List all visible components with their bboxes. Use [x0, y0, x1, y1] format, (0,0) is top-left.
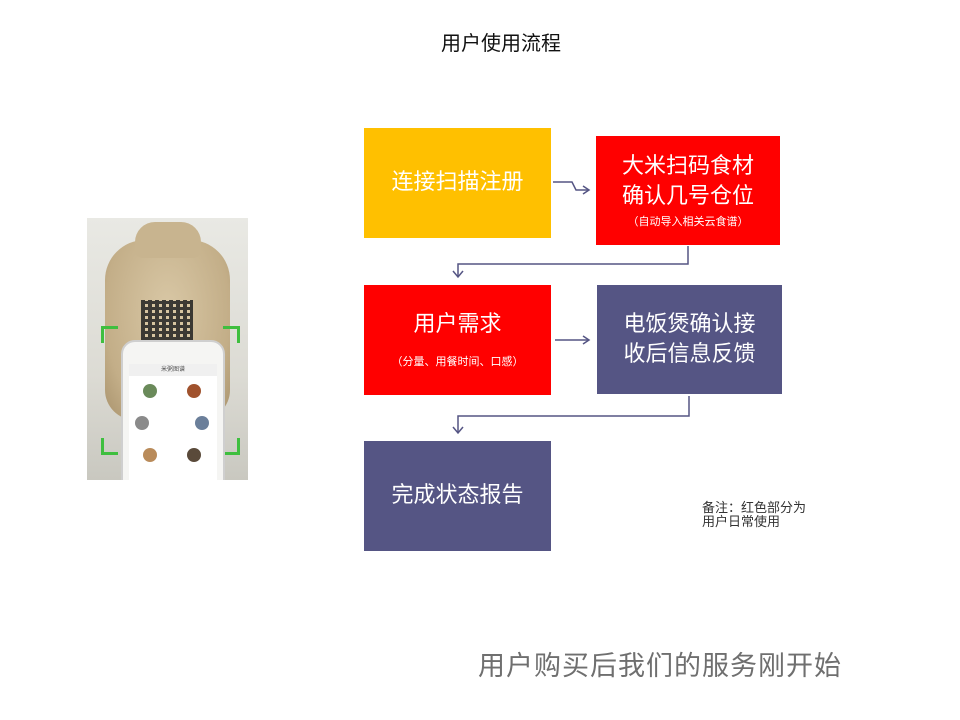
step-register-label: 连接扫描注册	[391, 170, 524, 195]
legend-note-line2: 用户日常使用	[702, 515, 781, 530]
arrow-scan-to-needs	[457, 246, 689, 277]
step-register-box: 连接扫描注册	[364, 128, 551, 238]
app-icon	[135, 416, 149, 430]
phone-screen: 米粥图谱	[129, 364, 217, 480]
arrow-feedback-to-report	[457, 396, 690, 433]
arrowhead-icon	[452, 426, 464, 435]
step-needs-label: 用户需求	[413, 312, 502, 337]
qr-code-icon	[141, 300, 193, 346]
step-feedback-line2: 收后信息反馈	[623, 341, 756, 367]
app-icon	[143, 448, 157, 462]
step-feedback-box: 电饭煲确认接 收后信息反馈	[597, 285, 782, 394]
arrow-register-to-scan	[553, 181, 588, 191]
footer-caption: 用户购买后我们的服务刚开始	[478, 651, 842, 682]
scan-frame-corner	[223, 326, 240, 343]
scan-frame-corner	[101, 326, 118, 343]
smartphone-image: 米粥图谱	[121, 340, 225, 480]
step-report-label: 完成状态报告	[391, 483, 524, 508]
step-scan-line2: 确认几号仓位	[621, 183, 754, 209]
step-needs-box: 用户需求 （分量、用餐时间、口感）	[364, 285, 551, 395]
scan-frame-corner	[223, 438, 240, 455]
arrowhead-icon	[582, 335, 591, 345]
step-scan-note: （自动导入相关云食谱）	[627, 214, 749, 228]
app-icon	[187, 384, 201, 398]
step-scan-box: 大米扫码食材 确认几号仓位 （自动导入相关云食谱）	[596, 136, 780, 245]
arrowhead-icon	[452, 270, 464, 279]
diagram-title: 用户使用流程	[441, 31, 561, 55]
step-needs-note: （分量、用餐时间、口感）	[391, 355, 524, 368]
scan-frame-corner	[101, 438, 118, 455]
legend-note-line1: 备注：红色部分为	[702, 501, 807, 516]
phone-screen-title: 米粥图谱	[129, 364, 217, 376]
app-icon	[187, 448, 201, 462]
step-feedback-line1: 电饭煲确认接	[623, 311, 756, 337]
app-icon	[143, 384, 157, 398]
step-report-box: 完成状态报告	[364, 441, 551, 551]
legend-note: 备注：红色部分为 用户日常使用	[702, 502, 842, 530]
arrowhead-icon	[582, 185, 591, 195]
app-icon	[195, 416, 209, 430]
step-scan-line1: 大米扫码食材	[621, 153, 754, 179]
rice-bag-neck	[135, 222, 201, 258]
product-photo: 米粥图谱	[87, 218, 248, 480]
